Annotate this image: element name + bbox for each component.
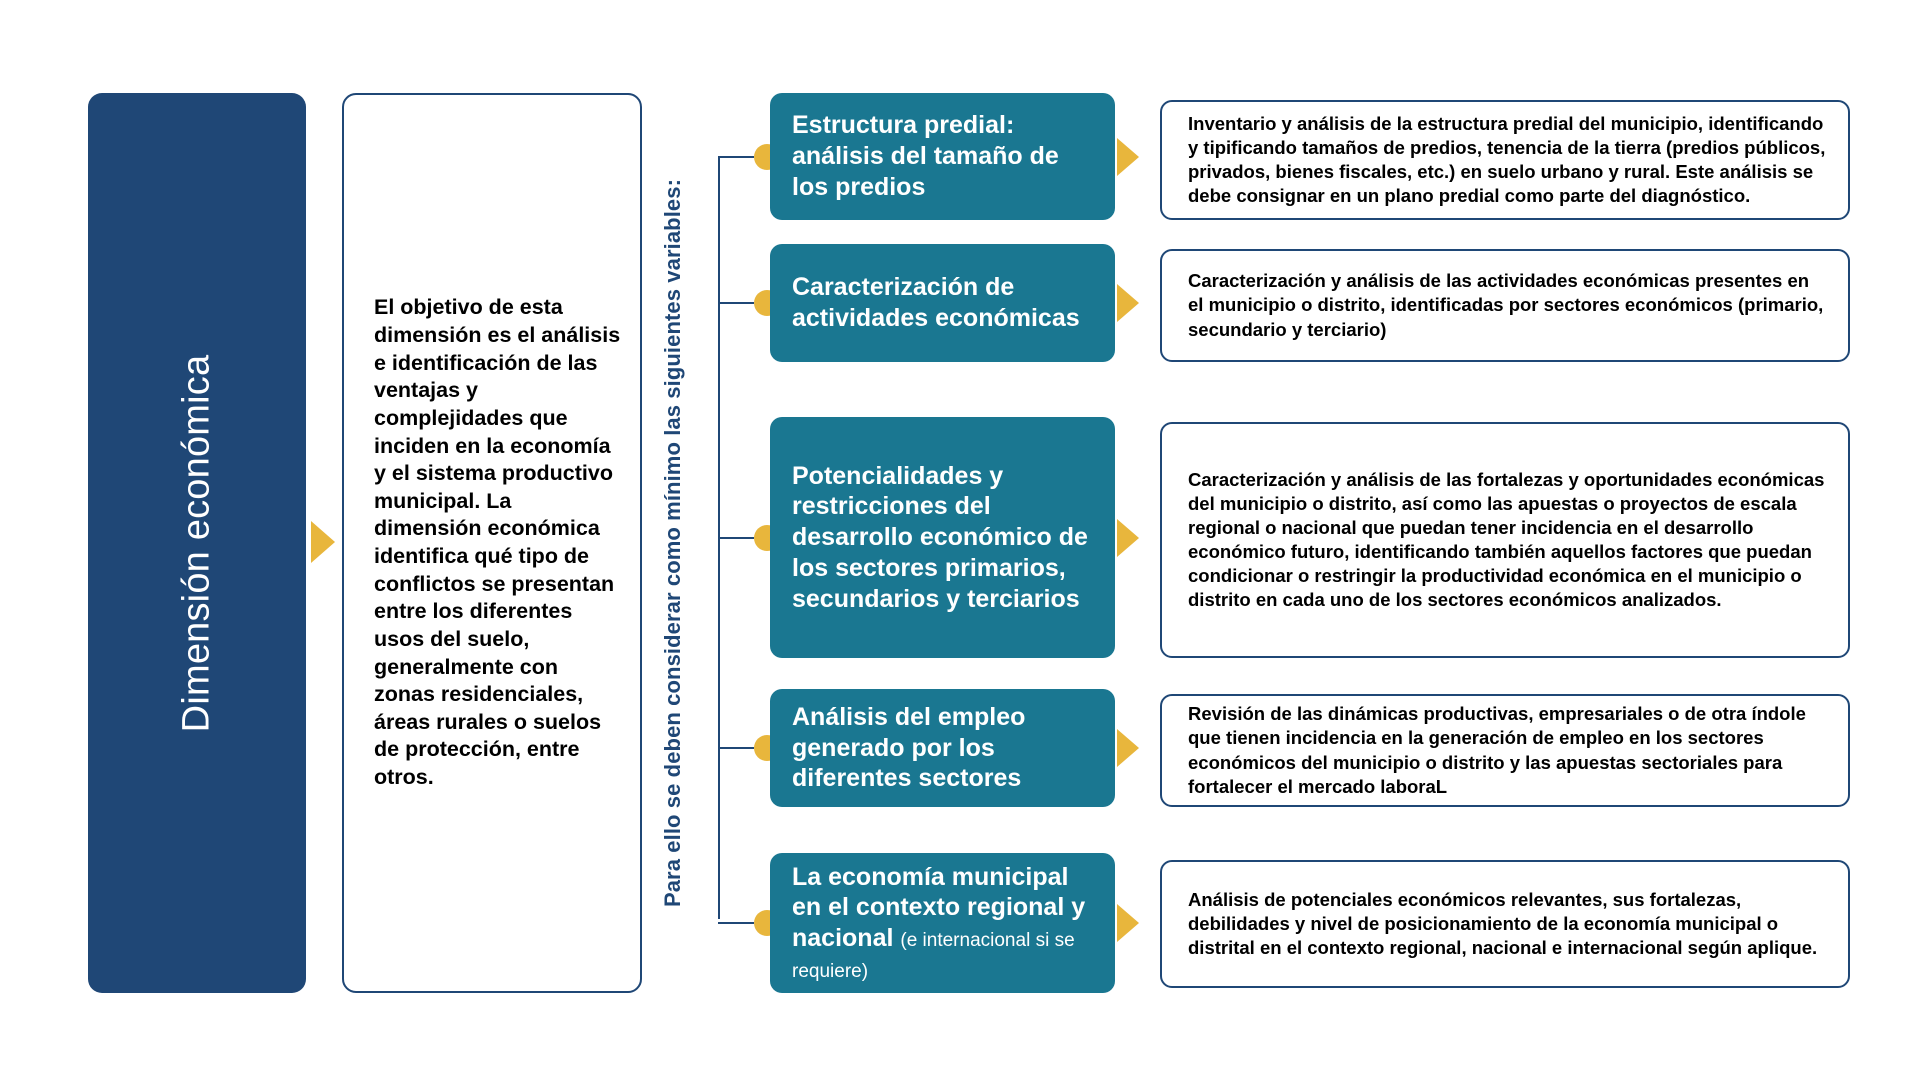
arrow-right-icon: [1117, 284, 1139, 322]
variable-card-title: Estructura predial: análisis del tamaño …: [792, 111, 1059, 201]
dimension-title-panel: Dimensión económica: [88, 93, 306, 993]
variable-card[interactable]: Caracterización de actividades económica…: [770, 244, 1115, 362]
variable-card-title: Potencialidades y restricciones del desa…: [792, 461, 1088, 613]
variable-description-box: Inventario y análisis de la estructura p…: [1160, 100, 1850, 220]
variable-card[interactable]: Análisis del empleo generado por los dif…: [770, 689, 1115, 807]
variables-caption: Para ello se deben considerar como mínim…: [655, 93, 691, 993]
connector-branch: [718, 536, 754, 539]
variable-card[interactable]: Potencialidades y restricciones del desa…: [770, 417, 1115, 658]
variable-card-title: Caracterización de actividades económica…: [792, 273, 1080, 332]
dimension-title-label: Dimensión económica: [175, 354, 218, 732]
variable-description-box: Análisis de potenciales económicos relev…: [1160, 860, 1850, 988]
variable-card-title: Análisis del empleo generado por los dif…: [792, 702, 1026, 793]
variables-caption-label: Para ello se deben considerar como mínim…: [660, 178, 685, 908]
variable-description-box: Caracterización y análisis de las fortal…: [1160, 422, 1850, 658]
connector-branch: [718, 302, 754, 304]
arrow-right-icon: [1117, 904, 1139, 942]
connector-branch: [718, 155, 754, 158]
variable-card[interactable]: Estructura predial: análisis del tamaño …: [770, 93, 1115, 220]
dimension-objective-text: El objetivo de esta dimensión es el anál…: [374, 295, 621, 789]
variable-card[interactable]: La economía municipal en el contexto reg…: [770, 853, 1115, 993]
variable-description-text: Revisión de las dinámicas productivas, e…: [1188, 703, 1806, 797]
arrow-right-icon-main: [311, 521, 335, 563]
variable-description-text: Análisis de potenciales económicos relev…: [1188, 888, 1818, 959]
arrow-right-icon: [1117, 518, 1139, 557]
variable-description-box: Revisión de las dinámicas productivas, e…: [1160, 694, 1850, 807]
variable-description-text: Inventario y análisis de la estructura p…: [1188, 112, 1826, 207]
variable-description-text: Caracterización y análisis de las activi…: [1188, 270, 1824, 340]
dimension-objective-box: El objetivo de esta dimensión es el anál…: [342, 93, 642, 993]
variable-description-box: Caracterización y análisis de las activi…: [1160, 249, 1850, 362]
connector-branch: [718, 922, 754, 924]
variable-description-text: Caracterización y análisis de las fortal…: [1188, 468, 1825, 611]
arrow-right-icon: [1117, 137, 1139, 176]
connector-branch: [718, 747, 754, 749]
arrow-right-icon: [1117, 729, 1139, 767]
variable-card-title: La economía municipal en el contexto reg…: [792, 862, 1086, 982]
variable-card-subtitle: (e internacional si se requiere): [792, 930, 1075, 982]
